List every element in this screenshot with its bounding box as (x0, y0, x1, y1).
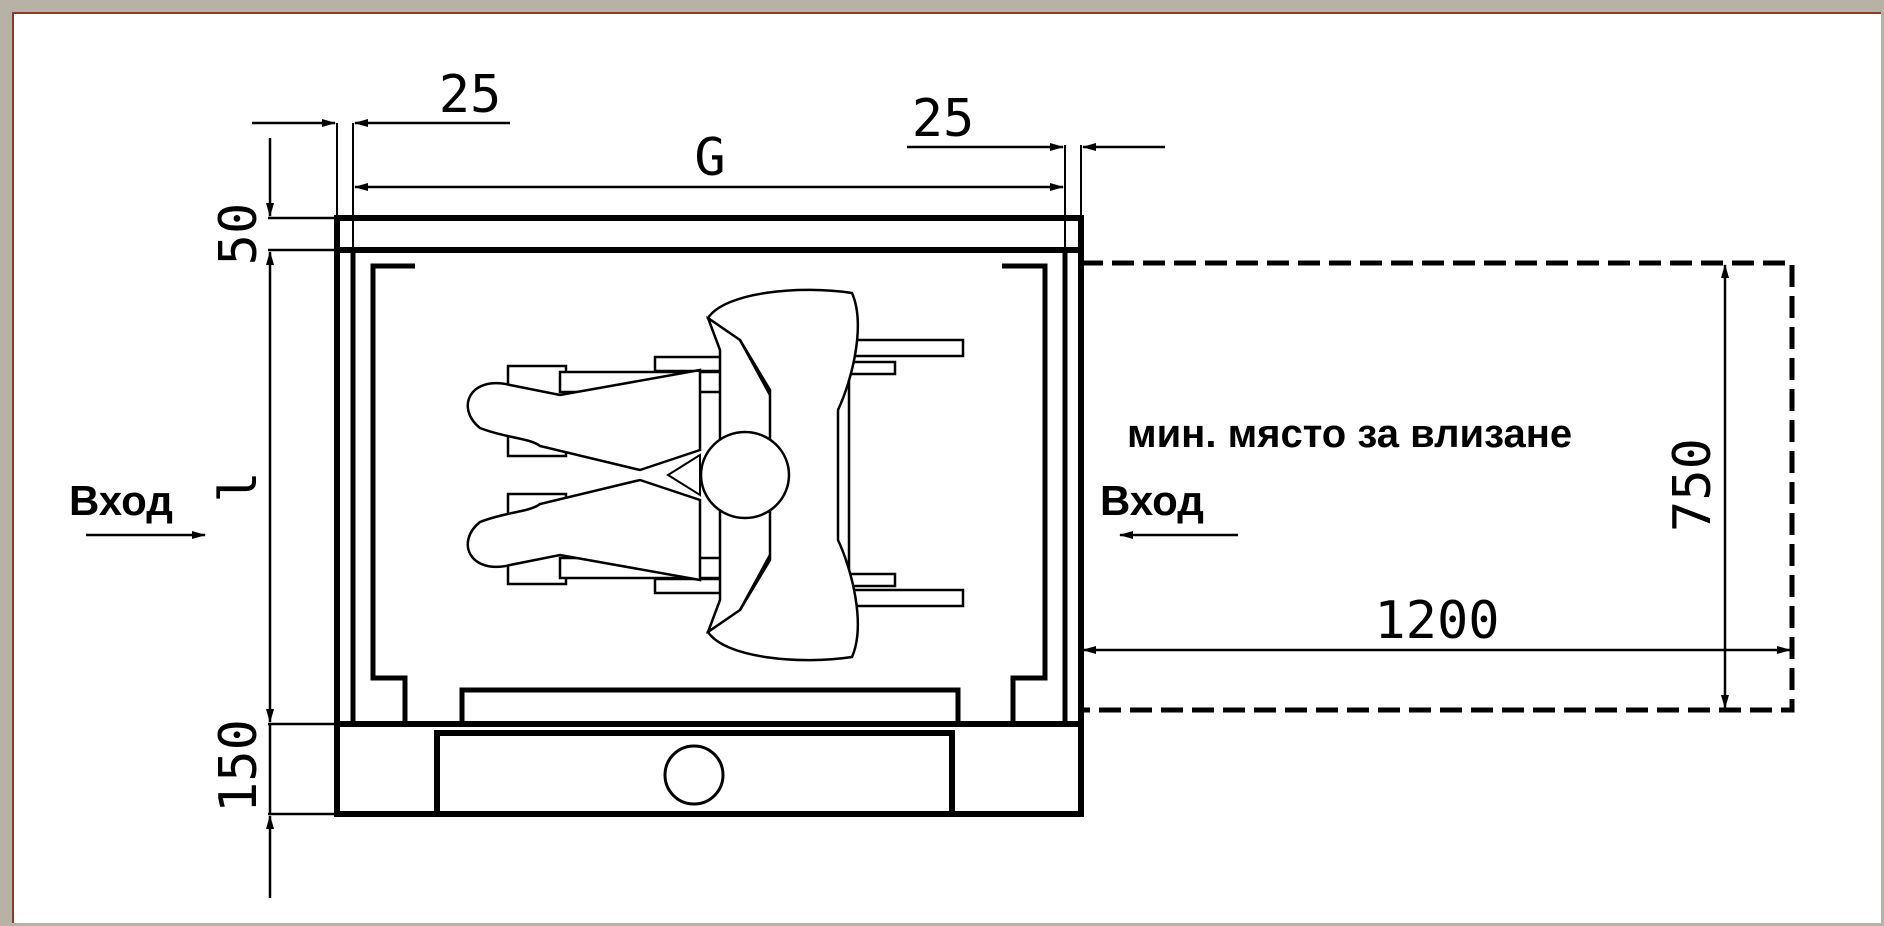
wheelchair-user-figure (466, 288, 965, 662)
dim-top-left-gap: 25 (439, 65, 502, 125)
entry-label-right: Вход (1100, 477, 1204, 524)
window-inner-edge (12, 12, 1881, 923)
dim-bottom-panel: 150 (209, 719, 269, 813)
dimension-lines (86, 119, 1791, 898)
dim-length-label: l (209, 471, 269, 502)
platform-outline (334, 123, 1084, 817)
entry-label-left: Вход (69, 477, 173, 524)
dim-top-wall: 50 (209, 203, 269, 266)
dim-width-label: G (694, 128, 725, 188)
dim-top-right-gap: 25 (912, 89, 975, 149)
dimension-texts: 25 25 G 1200 50 l 150 750 (209, 65, 1723, 813)
dim-approach-width: 750 (1663, 438, 1723, 532)
min-space-label: мин. място за влизане (1127, 412, 1572, 456)
dim-approach-depth: 1200 (1374, 591, 1499, 651)
labels: Вход Вход мин. място за влизане (69, 412, 1572, 524)
approach-area (1081, 260, 1795, 713)
